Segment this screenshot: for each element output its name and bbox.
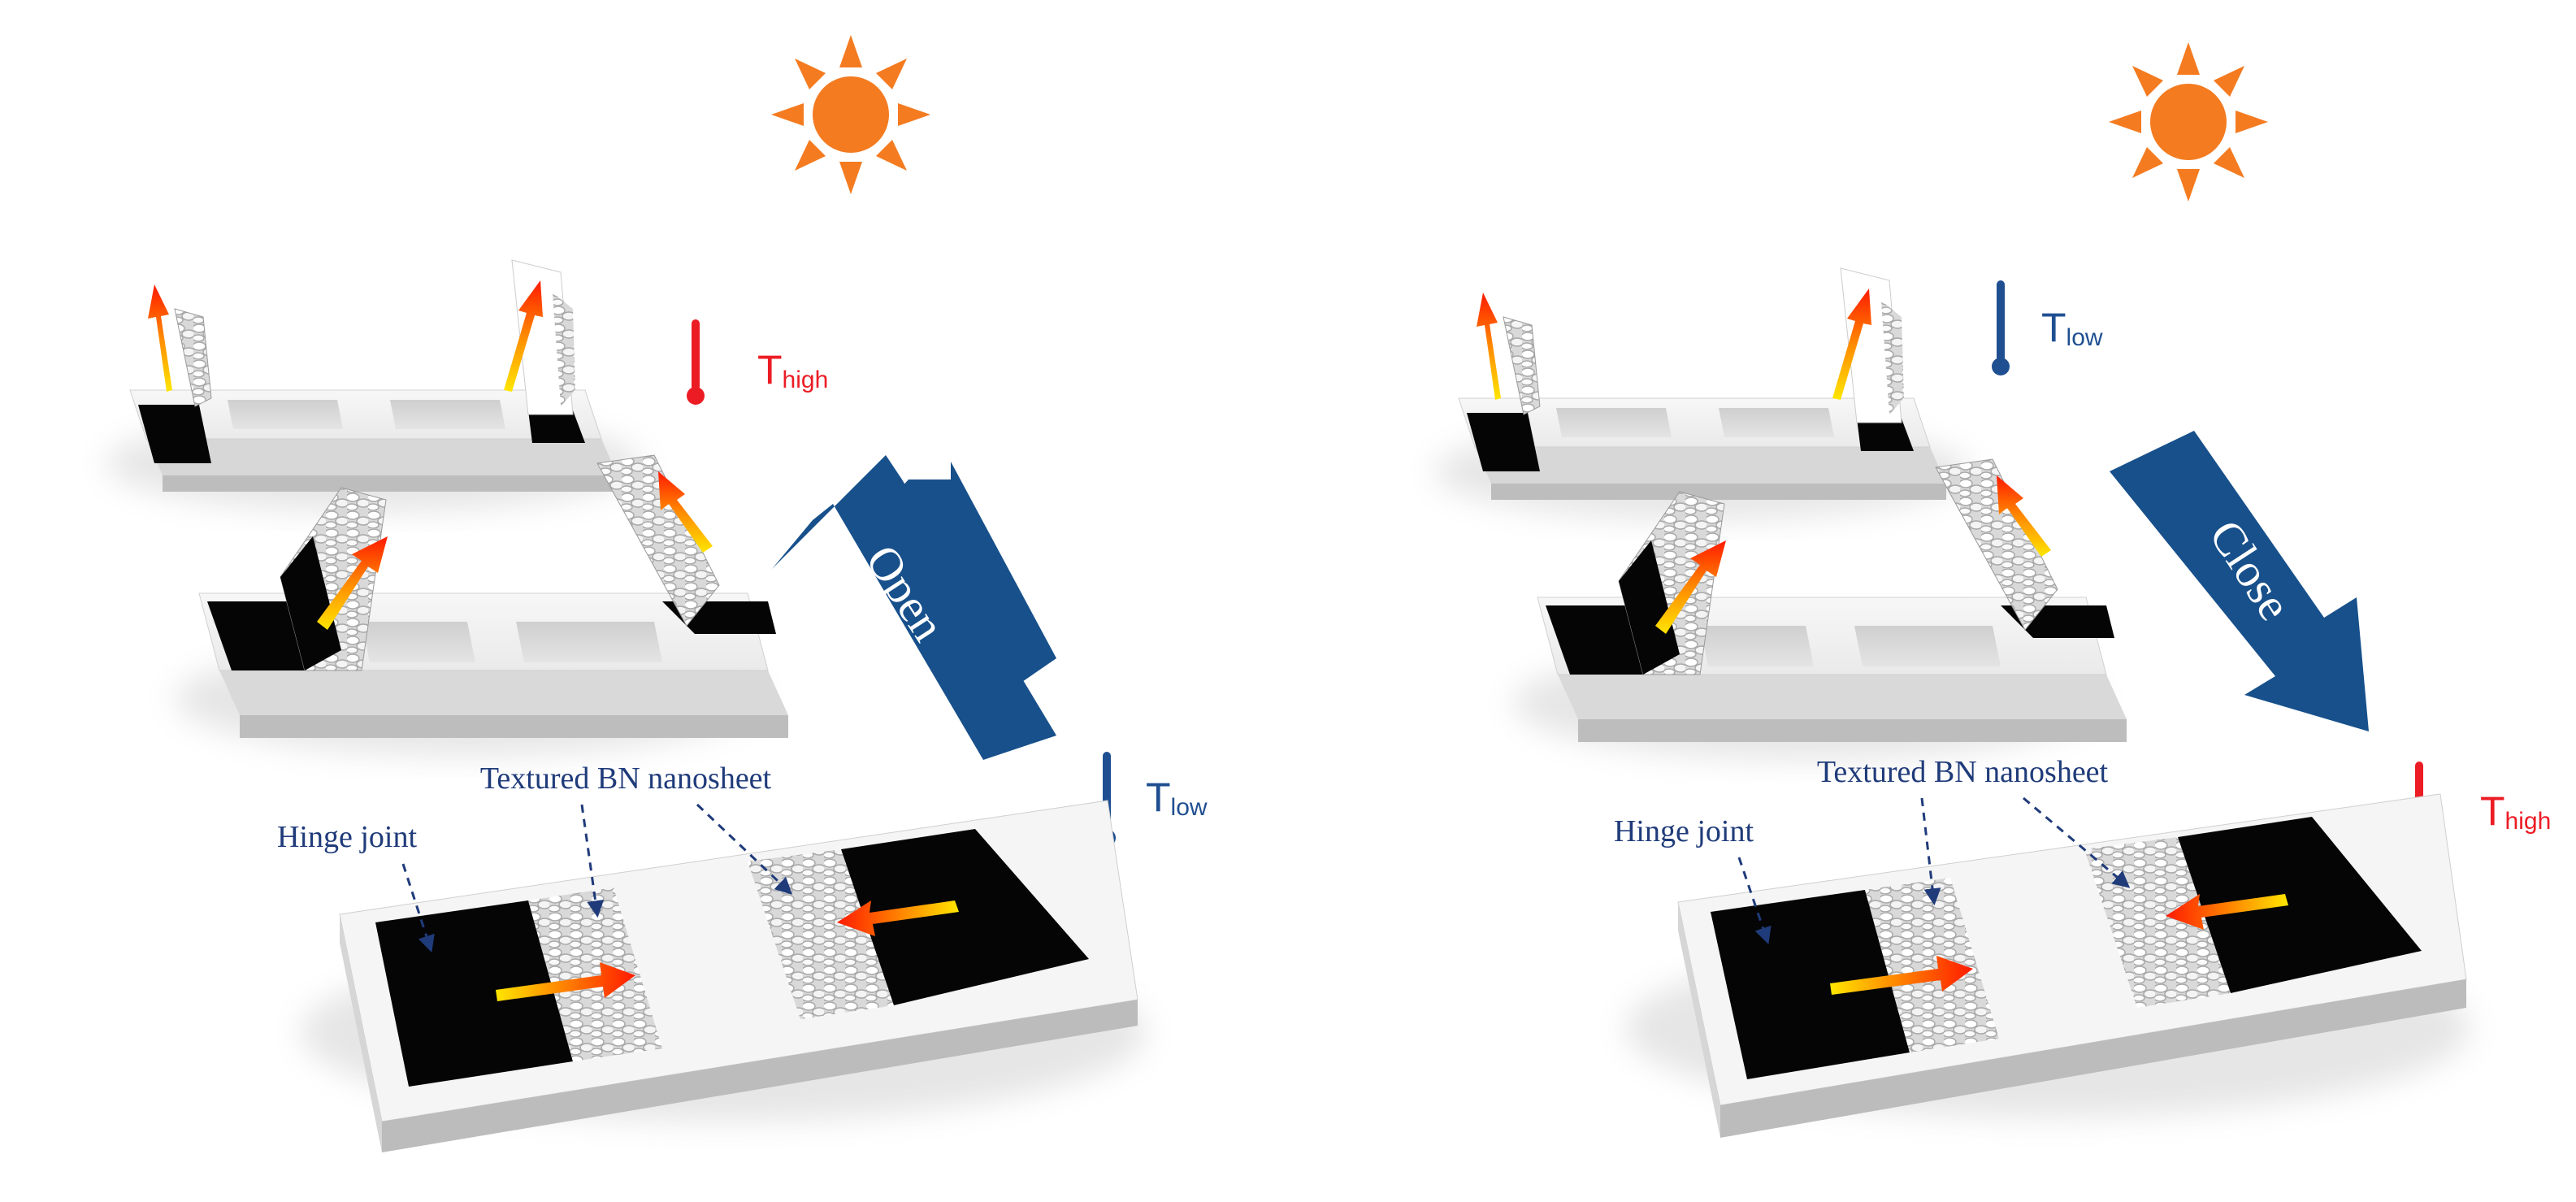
- heat-arrow: [1832, 289, 1871, 400]
- actuator-state-middle: [175, 454, 788, 756]
- folded-flap-left: [138, 308, 212, 463]
- svg-text:Tlow: Tlow: [1146, 775, 1208, 821]
- heat-arrow: [148, 284, 172, 392]
- actuator-state-flat: [1625, 793, 2470, 1138]
- bn-nanosheet-strip-left: [1865, 878, 1999, 1052]
- label-hinge-joint: Hinge joint: [277, 820, 417, 854]
- heat-arrow: [1655, 540, 1726, 634]
- dashed-pointer: [1737, 796, 2131, 944]
- folded-flap-left: [1546, 491, 1725, 675]
- folded-flap-left: [207, 487, 387, 671]
- open-arrow: Open: [772, 455, 1056, 760]
- actuator-state-middle: [1513, 458, 2127, 760]
- label-textured-bn-nanosheet: Textured BN nanosheet: [480, 762, 772, 796]
- folded-flap-left: [1467, 316, 1541, 471]
- svg-text:Tlow: Tlow: [2041, 305, 2103, 351]
- sun-icon: [771, 35, 930, 194]
- temp-label-t: T: [757, 347, 783, 393]
- label-textured-bn-nanosheet: Textured BN nanosheet: [1817, 755, 2109, 789]
- sun-icon: [2109, 42, 2268, 202]
- heat-arrow: [837, 900, 959, 936]
- svg-text:Thigh: Thigh: [2480, 788, 2551, 835]
- temp-label-sub: high: [783, 367, 829, 393]
- temp-label-sub: high: [2505, 808, 2552, 835]
- actuator-state-flat: [301, 800, 1146, 1152]
- thermometer-high-icon: [687, 319, 705, 405]
- temp-label-t: T: [2041, 305, 2066, 350]
- panel-right: Tlow Close Thi: [1434, 42, 2551, 1138]
- folded-flap-right: [1935, 458, 2114, 638]
- temp-label-t: T: [2480, 788, 2505, 834]
- bn-nanosheet-strip-left: [528, 887, 662, 1061]
- temp-label-t: T: [1146, 775, 1171, 820]
- panel-left: Thigh Open: [106, 35, 1208, 1152]
- folded-flap-right: [596, 454, 776, 634]
- svg-text:Thigh: Thigh: [757, 347, 828, 393]
- actuator-state-top: [1434, 267, 1971, 520]
- temp-label-sub: low: [2066, 324, 2103, 351]
- heat-arrow: [496, 962, 635, 1001]
- dashed-pointer: [401, 803, 793, 952]
- heat-arrow: [1830, 956, 1973, 995]
- thermometer-low-icon: [1992, 280, 2010, 375]
- actuator-state-top: [106, 259, 642, 512]
- heat-arrow: [1997, 475, 2051, 557]
- black-panel-right: [2178, 817, 2422, 993]
- heat-arrow: [658, 471, 713, 553]
- heat-arrow: [2166, 894, 2288, 930]
- heat-arrow: [504, 280, 543, 392]
- heat-arrow: [317, 536, 388, 630]
- close-arrow: Close: [2110, 431, 2369, 731]
- temp-label-sub: low: [1171, 794, 1208, 821]
- heat-arrow: [1477, 293, 1501, 400]
- label-hinge-joint: Hinge joint: [1614, 814, 1754, 848]
- black-panel-right: [841, 829, 1089, 1005]
